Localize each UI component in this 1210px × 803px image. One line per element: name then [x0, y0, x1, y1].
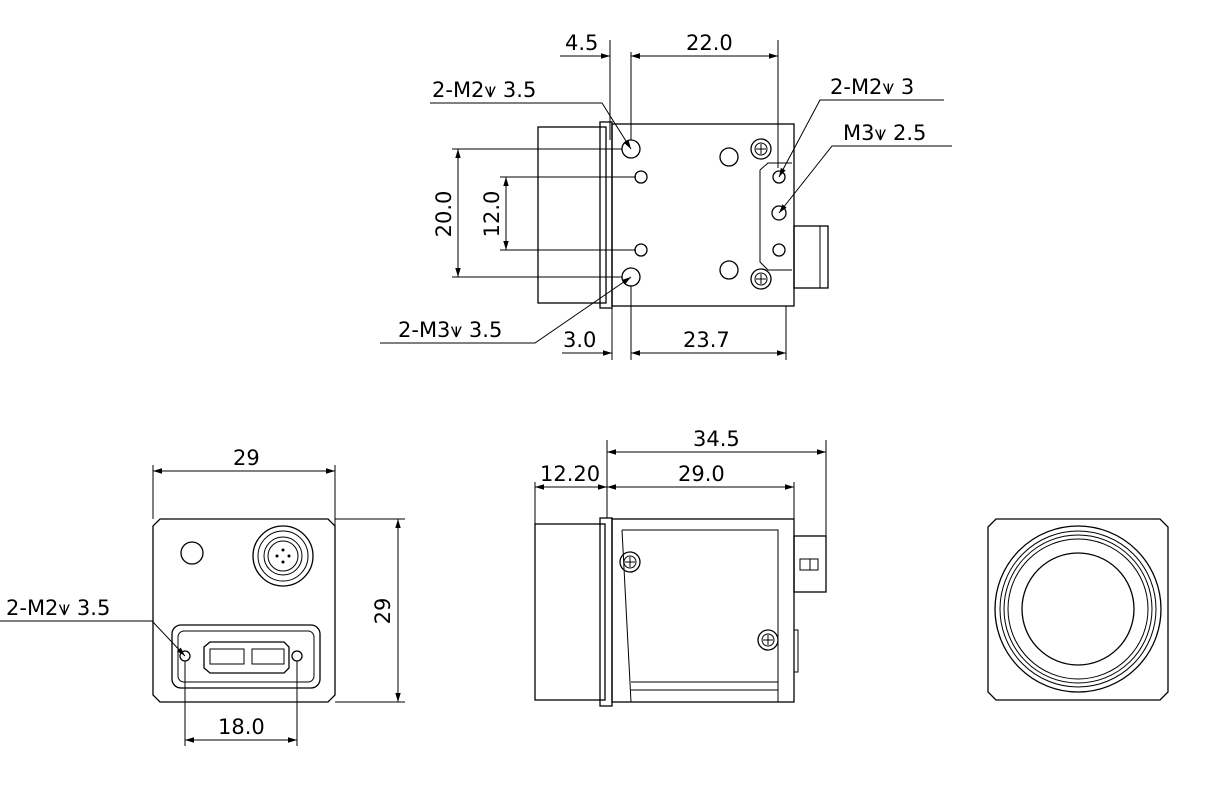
dim-rear-width: 29 [233, 446, 260, 470]
callout-top-m2-3-5: 2-M2⩛ 3.5 [432, 78, 536, 102]
dim-12-0: 12.0 [480, 191, 504, 238]
rear-view: 29 29 18.0 2-M2⩛ 3.5 [0, 446, 405, 746]
top-screw-upper [750, 138, 772, 160]
rear-indicator-hole [180, 541, 204, 565]
side-view: 34.5 12.20 29.0 [534, 427, 827, 707]
front-body [987, 518, 1169, 701]
side-screw-upper [619, 551, 641, 573]
dim-22-0: 22.0 [686, 31, 733, 55]
rear-screw-right [291, 650, 303, 662]
dim-side-body: 29.0 [678, 462, 725, 486]
callout-top-m3-2-5: M3⩛ 2.5 [843, 121, 926, 145]
front-lens-glass [1021, 552, 1135, 666]
dim-rear-connector: 18.0 [218, 715, 265, 739]
dim-side-front: 12.20 [540, 462, 600, 486]
top-connector [793, 225, 829, 289]
front-lens-ring-outer [994, 525, 1162, 693]
top-body [611, 123, 795, 307]
side-screw-lower [757, 629, 779, 651]
side-lens-barrel [534, 523, 606, 701]
top-hole-lower-inner [634, 243, 648, 257]
top-hole-right-upper [719, 147, 739, 167]
dim-4-5: 4.5 [565, 31, 598, 55]
callout-top-m3-3-5: 2-M3⩛ 3.5 [398, 318, 502, 342]
rear-usb-port [203, 641, 290, 674]
top-hole-m2-3-lower [772, 243, 786, 257]
side-body [611, 518, 795, 703]
dim-3-0: 3.0 [563, 328, 596, 352]
callout-rear-m2-3-5: 2-M2⩛ 3.5 [6, 596, 110, 620]
top-view: 4.5 22.0 20.0 12.0 2-M2⩛ 3.5 2-M2⩛ 3 M3⩛… [380, 31, 952, 360]
top-step [759, 162, 792, 271]
dim-side-overall: 34.5 [693, 427, 740, 451]
rear-body [152, 518, 336, 703]
dim-20-0: 20.0 [432, 191, 456, 238]
top-hole-right-lower [719, 260, 739, 280]
callout-top-m2-3: 2-M2⩛ 3 [830, 75, 914, 99]
rear-connector-plate [171, 624, 321, 689]
dim-23-7: 23.7 [683, 328, 730, 352]
top-screw-lower [750, 268, 772, 290]
side-lens-flange [599, 517, 613, 707]
top-lens-barrel [537, 126, 607, 304]
dim-rear-height: 29 [371, 598, 395, 625]
rear-round-connector [252, 525, 314, 587]
top-hole-upper-inner [634, 170, 648, 184]
front-view [987, 518, 1169, 701]
side-connector [793, 535, 827, 593]
